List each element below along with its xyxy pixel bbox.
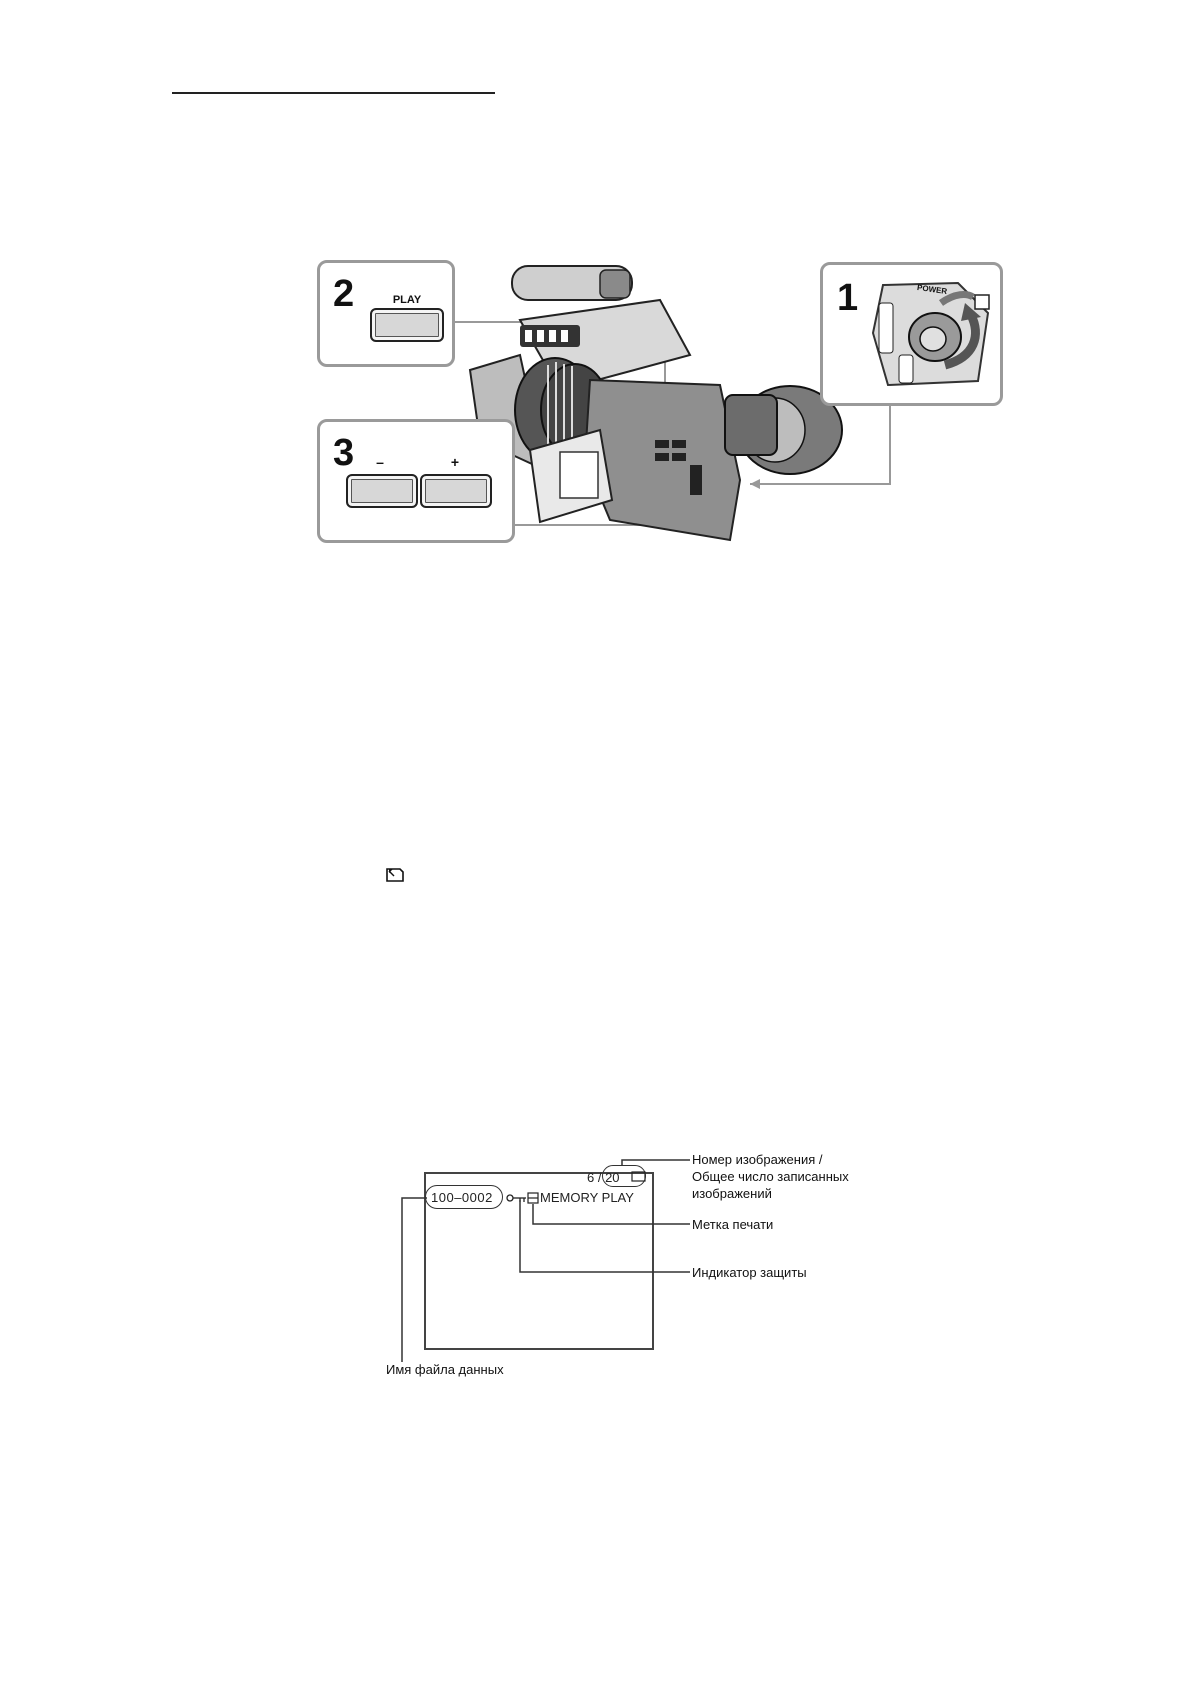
minus-button-label: – xyxy=(376,454,384,470)
file-name-value: 100–0002 xyxy=(431,1190,493,1205)
print-mark-icon xyxy=(527,1192,539,1204)
label-print-mark: Метка печати xyxy=(692,1217,774,1232)
play-button-label: PLAY xyxy=(392,294,422,306)
memory-play-text: MEMORY PLAY xyxy=(540,1190,634,1205)
file-name-highlight xyxy=(425,1185,503,1209)
callout-step-3: 3 – + xyxy=(317,419,515,543)
label-file-name: Имя файла данных xyxy=(386,1362,504,1377)
plus-button[interactable] xyxy=(420,474,492,508)
minus-button[interactable] xyxy=(346,474,418,508)
callout-step-1: 1 POWER xyxy=(820,262,1003,406)
label-image-number-line3: изображений xyxy=(692,1186,772,1201)
memory-card-icon xyxy=(386,868,404,882)
play-button[interactable] xyxy=(370,308,444,342)
label-image-number-line1: Номер изображения / xyxy=(692,1152,823,1167)
label-image-number-line2: Общее число записанных xyxy=(692,1169,849,1184)
memory-card-small-icon xyxy=(631,1171,646,1182)
power-switch-icon[interactable] xyxy=(863,273,998,401)
step-number-3: 3 xyxy=(333,432,355,474)
header-rule xyxy=(172,92,495,94)
camera-illustration xyxy=(453,265,891,542)
plus-button-label: + xyxy=(450,454,460,470)
label-protect-indicator: Индикатор защиты xyxy=(692,1265,807,1280)
callout-step-2: 2 PLAY xyxy=(317,260,455,367)
lcd-screen xyxy=(424,1172,654,1350)
step-number-1: 1 xyxy=(837,277,859,319)
step-number-2: 2 xyxy=(333,273,355,315)
